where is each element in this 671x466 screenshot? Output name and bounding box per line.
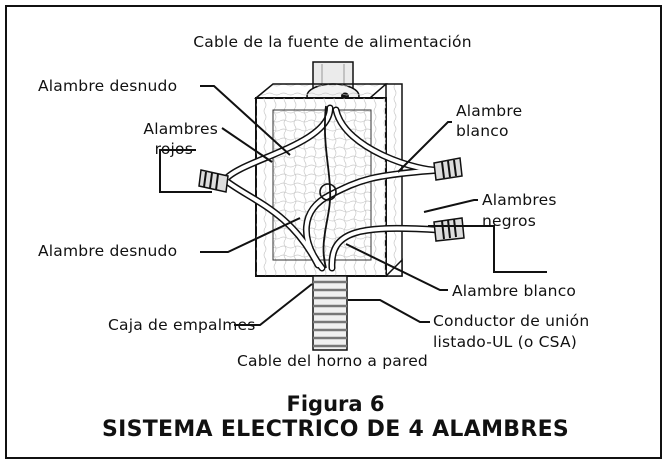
label-black-wires-1: Alambres [482, 191, 557, 209]
label-conductor-1: Conductor de unión [433, 312, 590, 330]
wire-nut-black [433, 217, 465, 242]
label-white-wire-top-1: Alambre [456, 102, 523, 120]
label-oven-cable: Cable del horno a pared [237, 352, 428, 370]
wire-nut-white [433, 157, 463, 181]
label-red-wires-2: rojos [154, 140, 193, 158]
label-white-wire-bottom: Alambre blanco [452, 282, 577, 300]
oven-conduit [312, 275, 348, 351]
wire-nut-red [198, 169, 229, 193]
label-white-wire-top-2: blanco [456, 122, 509, 140]
label-red-wires-1: Alambres [143, 120, 218, 138]
label-supply-cable: Cable de la fuente de alimentación [193, 33, 472, 51]
label-conductor-2: listado-UL (o CSA) [433, 333, 578, 351]
bare-wires [319, 105, 337, 269]
label-bare-wire-top: Alambre desnudo [38, 77, 178, 95]
label-junction-box: Caja de empalmes [108, 316, 256, 334]
label-black-wires-2: negros [482, 212, 536, 230]
label-bare-wire-bottom: Alambre desnudo [38, 242, 178, 260]
figure-number: Figura 6 [286, 392, 385, 416]
leader-lines [159, 85, 547, 326]
figure-title: SISTEMA ELECTRICO DE 4 ALAMBRES [101, 417, 570, 442]
